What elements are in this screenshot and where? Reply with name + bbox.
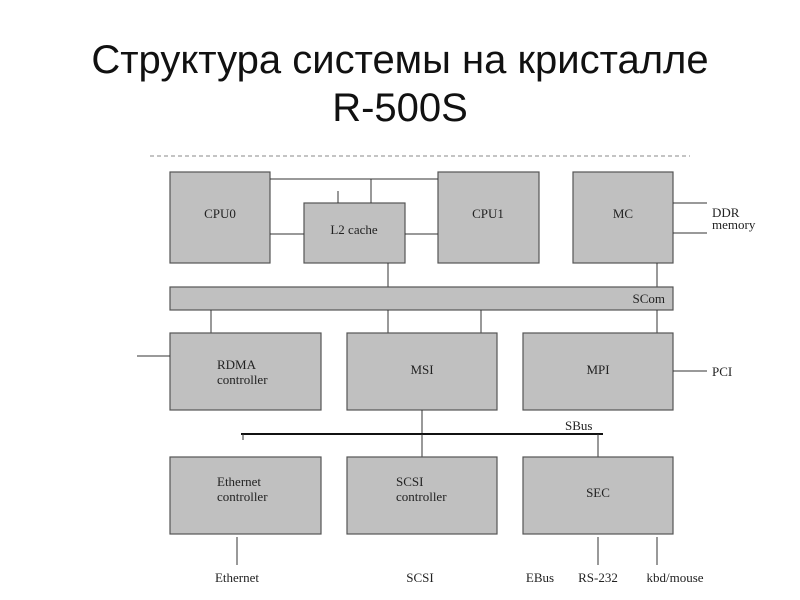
rs232-port-label: RS-232 bbox=[578, 570, 618, 585]
ddr-label: DDR bbox=[712, 205, 740, 220]
msi-block bbox=[346, 332, 498, 411]
scsi-label-2: controller bbox=[396, 489, 447, 504]
rdma-label-2: controller bbox=[217, 372, 268, 387]
rdma-label-1: RDMA bbox=[217, 357, 257, 372]
title-line-1: Структура системы на кристалле bbox=[91, 38, 709, 82]
ethernet-label-2: controller bbox=[217, 489, 268, 504]
cpu1-block bbox=[437, 171, 540, 264]
scsi-label-1: SCSI bbox=[396, 474, 423, 489]
cpu1-label: CPU1 bbox=[472, 206, 504, 221]
mpi-block bbox=[522, 332, 674, 411]
mpi-label: MPI bbox=[586, 362, 609, 377]
ethernet-controller-block bbox=[169, 456, 322, 535]
slide-title: Структура системы на кристалле R-500S bbox=[0, 36, 800, 132]
sbus-label: SBus bbox=[565, 418, 592, 433]
cpu0-label: CPU0 bbox=[204, 206, 236, 221]
memory-label: memory bbox=[712, 217, 756, 232]
scom-label: SCom bbox=[632, 291, 665, 306]
sec-block bbox=[522, 456, 674, 535]
title-line-2: R-500S bbox=[332, 86, 468, 130]
l2-cache-block bbox=[303, 202, 406, 264]
sec-label: SEC bbox=[586, 485, 610, 500]
mc-block bbox=[572, 171, 674, 264]
cpu0-block bbox=[169, 171, 271, 264]
ebus-port-label: EBus bbox=[526, 570, 554, 585]
scsi-port-label: SCSI bbox=[406, 570, 433, 585]
scsi-controller-block bbox=[346, 456, 498, 535]
kbd-mouse-port-label: kbd/mouse bbox=[646, 570, 703, 585]
l2-cache-label: L2 cache bbox=[330, 222, 378, 237]
pci-label: PCI bbox=[712, 364, 732, 379]
rdma-controller-block bbox=[169, 332, 322, 411]
scom-bus bbox=[169, 286, 674, 311]
ethernet-port-label: Ethernet bbox=[215, 570, 259, 585]
msi-label: MSI bbox=[410, 362, 433, 377]
mc-label: MC bbox=[613, 206, 633, 221]
ethernet-label-1: Ethernet bbox=[217, 474, 261, 489]
